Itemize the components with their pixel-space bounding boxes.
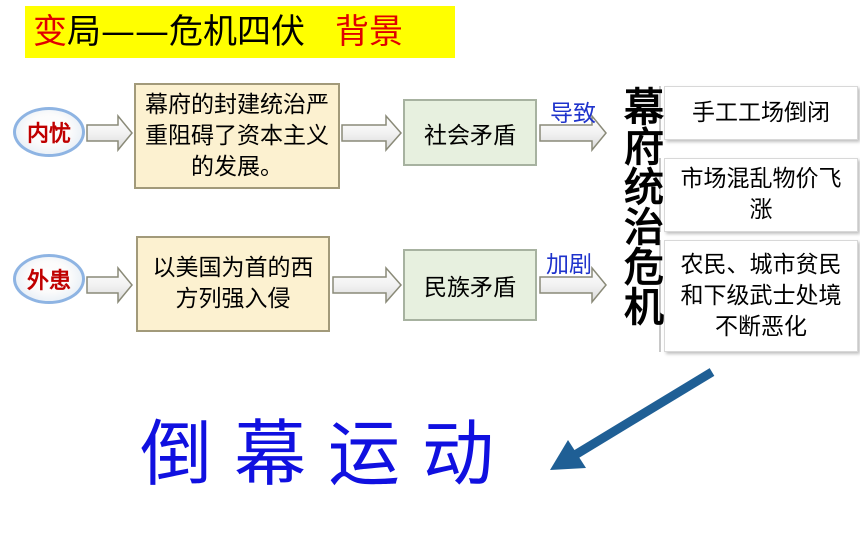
crisis-item-2: 市场混乱物价飞涨 <box>664 158 858 232</box>
crisis-item-2-text: 市场混乱物价飞涨 <box>680 166 842 223</box>
arrow-cause2-to-national <box>332 266 403 304</box>
crisis-item-3-text: 农民、城市贫民和下级武士处境不断恶化 <box>680 251 842 340</box>
national-contradiction-text: 民族矛盾 <box>424 275 516 301</box>
crisis-item-1-text: 手工工场倒闭 <box>692 99 830 126</box>
internal-cause-box: 幕府的封建统治严重阻碍了资本主义的发展。 <box>134 83 340 189</box>
crisis-item-1: 手工工场倒闭 <box>664 86 858 140</box>
outer-threat-label: 外患 <box>26 269 71 294</box>
arrow-cause1-to-social <box>341 114 403 152</box>
inner-trouble-label: 内忧 <box>26 122 71 147</box>
national-contradiction-box: 民族矛盾 <box>403 249 537 321</box>
result-heading: 倒幕运动 <box>140 412 517 496</box>
social-contradiction-box: 社会矛盾 <box>403 99 537 166</box>
crisis-item-3: 农民、城市贫民和下级武士处境不断恶化 <box>664 240 858 352</box>
arrow-social-to-crisis <box>539 113 607 153</box>
internal-cause-text: 幕府的封建统治严重阻碍了资本主义的发展。 <box>145 91 329 180</box>
external-cause-box: 以美国为首的西方列强入侵 <box>136 236 330 332</box>
inner-trouble-oval: 内忧 <box>13 107 85 157</box>
arrow-oval2-to-cause <box>86 265 133 305</box>
crisis-title: 幕府统治危机 <box>617 86 663 326</box>
title-main: 局——危机四伏 <box>67 12 305 52</box>
title-banner: 变局——危机四伏背景 <box>25 6 455 58</box>
lead-to-label: 导致 <box>550 101 596 127</box>
result-arrow-head <box>550 440 586 470</box>
external-cause-text: 以美国为首的西方列强入侵 <box>152 255 314 312</box>
title-first-char: 变 <box>33 12 67 52</box>
outer-threat-oval: 外患 <box>13 254 85 304</box>
arrow-national-to-crisis <box>539 265 607 305</box>
result-arrow-shaft <box>572 368 715 459</box>
social-contradiction-text: 社会矛盾 <box>424 122 516 149</box>
intensify-label: 加剧 <box>546 252 592 278</box>
title-tag: 背景 <box>335 12 403 52</box>
arrow-oval1-to-cause <box>86 113 133 153</box>
